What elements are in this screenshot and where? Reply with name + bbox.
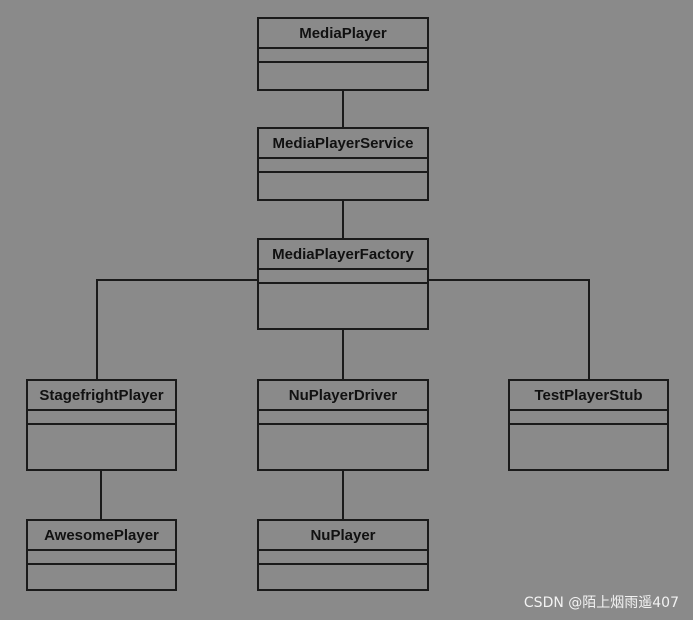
watermark-text: CSDN @陌上烟雨遥407 (523, 595, 679, 611)
class-box-awesomeplayer: AwesomePlayer (26, 519, 177, 591)
class-box-mediaplayer: MediaPlayer (257, 17, 429, 91)
class-box-nuplayer: NuPlayer (257, 519, 429, 591)
class-name: StagefrightPlayer (28, 381, 175, 411)
class-box-mediaplayerservice: MediaPlayerService (257, 127, 429, 201)
class-attributes (259, 270, 427, 284)
class-name: AwesomePlayer (28, 521, 175, 551)
class-attributes (259, 411, 427, 425)
class-attributes (259, 49, 427, 63)
class-name: TestPlayerStub (510, 381, 667, 411)
link-factory-stagefright (96, 279, 258, 380)
class-name: NuPlayerDriver (259, 381, 427, 411)
class-attributes (28, 551, 175, 565)
class-attributes (259, 159, 427, 173)
class-name: MediaPlayerService (259, 129, 427, 159)
class-attributes (28, 411, 175, 425)
class-box-mediaplayerfactory: MediaPlayerFactory (257, 238, 429, 330)
class-name: MediaPlayerFactory (259, 240, 427, 270)
class-name: MediaPlayer (259, 19, 427, 49)
class-box-nuplayerdriver: NuPlayerDriver (257, 379, 429, 471)
class-attributes (510, 411, 667, 425)
class-name: NuPlayer (259, 521, 427, 551)
class-attributes (259, 551, 427, 565)
link-factory-teststub (428, 279, 590, 380)
class-box-stagefrightplayer: StagefrightPlayer (26, 379, 177, 471)
class-box-testplayerstub: TestPlayerStub (508, 379, 669, 471)
